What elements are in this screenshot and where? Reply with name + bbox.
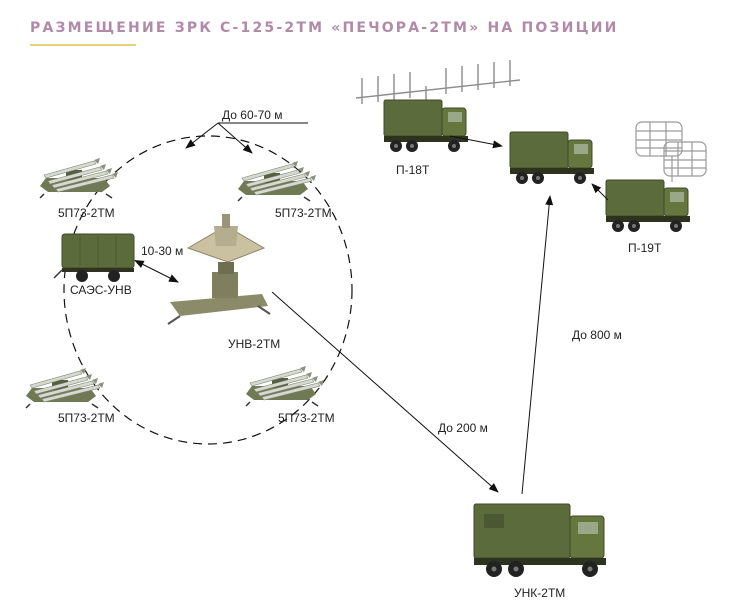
p19-to-radar-arrow [591, 183, 609, 201]
launcher-bottom-left: 5П73-2ТМ [25, 367, 115, 425]
ring-distance-label: До 60-70 м [222, 108, 283, 122]
p18-to-radar-arrow [449, 135, 503, 149]
power-unit-label: САЭС-УНВ [70, 283, 132, 297]
radar-p18: П-18Т [355, 60, 521, 177]
command-vehicle-label: УНК-2ТМ [514, 586, 565, 600]
radar-p18-label: П-18Т [396, 163, 430, 177]
central-command-truck [509, 131, 595, 185]
unv-to-unk-arrow [271, 291, 499, 493]
unk-to-radar-arrow [521, 195, 554, 495]
unk-radar-distance-label: До 800 м [572, 328, 622, 342]
guidance-station: УНВ-2ТМ [167, 214, 280, 351]
radar-p19-label: П-19Т [628, 241, 662, 255]
launcher-top-right-label: 5П73-2ТМ [275, 206, 332, 220]
power-distance-label: 10-30 м [141, 244, 183, 258]
launcher-bottom-right-label: 5П73-2ТМ [278, 411, 335, 425]
launcher-top-left-label: 5П73-2ТМ [58, 206, 115, 220]
launcher-top-right: 5П73-2ТМ [237, 160, 332, 220]
guidance-station-label: УНВ-2ТМ [228, 337, 280, 351]
power-link: 10-30 м [133, 244, 183, 283]
launcher-top-left: 5П73-2ТМ [39, 157, 119, 220]
power-unit: САЭС-УНВ [53, 233, 135, 297]
radar-p19: П-19Т [605, 121, 707, 255]
unv-unk-distance-label: До 200 м [438, 421, 488, 435]
title-underline [30, 44, 136, 46]
launcher-bottom-right: 5П73-2ТМ [245, 365, 335, 425]
diagram-title: РАЗМЕЩЕНИЕ ЗРК С-125-2ТМ «ПЕЧОРА-2ТМ» НА… [30, 20, 619, 36]
launcher-bottom-left-label: 5П73-2ТМ [58, 411, 115, 425]
launcher-ring [63, 135, 353, 445]
command-vehicle: УНК-2ТМ [473, 503, 606, 600]
ring-distance-callout: До 60-70 м [185, 108, 308, 154]
